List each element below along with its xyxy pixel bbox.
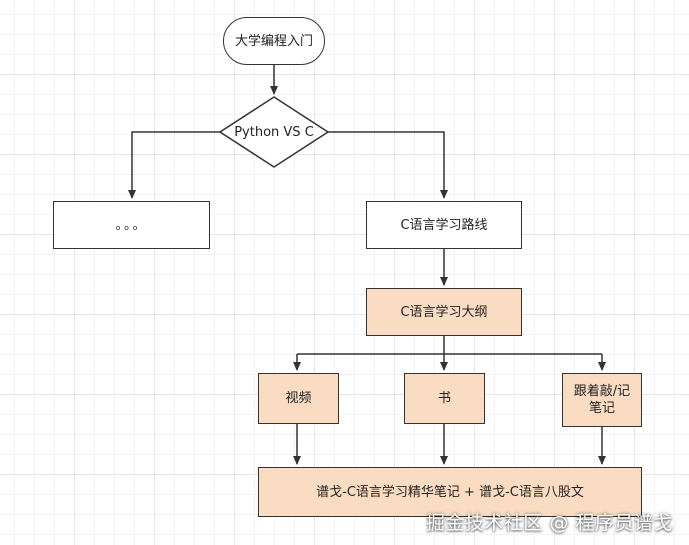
book-node: 书 [404,373,485,424]
route-node-label: C语言学习路线 [400,217,488,233]
final-node-label: 谱戈-C语言学习精华笔记 + 谱戈-C语言八股文 [316,484,584,500]
decision-diamond [218,96,330,168]
start-node-label: 大学编程入门 [234,33,313,49]
outline-node: C语言学习大纲 [366,288,522,336]
outline-node-label: C语言学习大纲 [400,304,488,320]
left-box-node: 。。。 [53,201,210,249]
watermark: 掘金技术社区 @ 程序员谱戈 [425,512,673,534]
route-node: C语言学习路线 [366,201,522,249]
video-node: 视频 [258,373,339,424]
decision-node-label: Python VS C [234,124,314,140]
edge-decision-route [328,131,448,199]
video-node-label: 视频 [285,391,312,406]
left-box-label: 。。。 [115,217,148,233]
edge-decision-left [128,131,220,199]
final-node: 谱戈-C语言学习精华笔记 + 谱戈-C语言八股文 [258,467,642,517]
notes-node-label: 跟着敲/记笔记 [573,384,631,416]
notes-node: 跟着敲/记笔记 [562,373,642,427]
start-node: 大学编程入门 [223,17,325,65]
book-node-label: 书 [437,391,451,406]
